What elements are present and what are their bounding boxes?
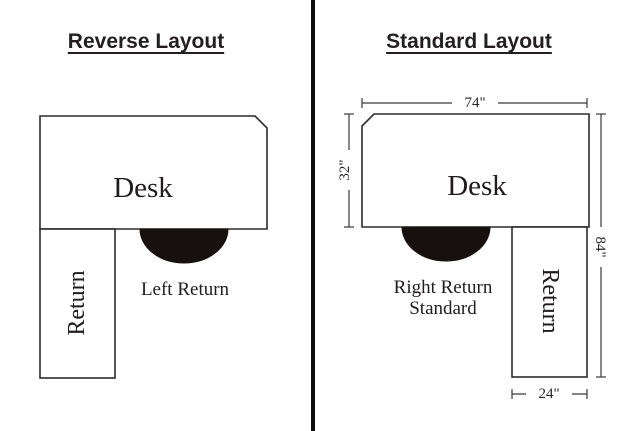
standard-caption: Right Return Standard (393, 277, 493, 319)
reverse-return-label: Return (64, 270, 90, 336)
standard-layout-title: Standard Layout (386, 30, 552, 53)
reverse-return-shape (39, 228, 116, 379)
standard-return-shape (511, 226, 588, 378)
standard-desk-label: Desk (447, 170, 507, 202)
standard-chair-icon (401, 226, 491, 262)
reverse-desk-shape (39, 115, 268, 230)
panel-divider (311, 0, 315, 431)
reverse-layout-title: Reverse Layout (67, 30, 225, 53)
dimension-label-return-width: 24" (526, 386, 572, 402)
dimension-label-desk-depth: 32" (337, 150, 353, 190)
reverse-desk-label: Desk (113, 172, 173, 204)
reverse-caption: Left Return (140, 279, 230, 300)
reverse-chair-icon (139, 228, 229, 264)
standard-return-label: Return (537, 268, 563, 334)
dimension-label-top-width: 74" (452, 95, 498, 111)
dimension-label-total-depth: 84" (592, 227, 608, 267)
